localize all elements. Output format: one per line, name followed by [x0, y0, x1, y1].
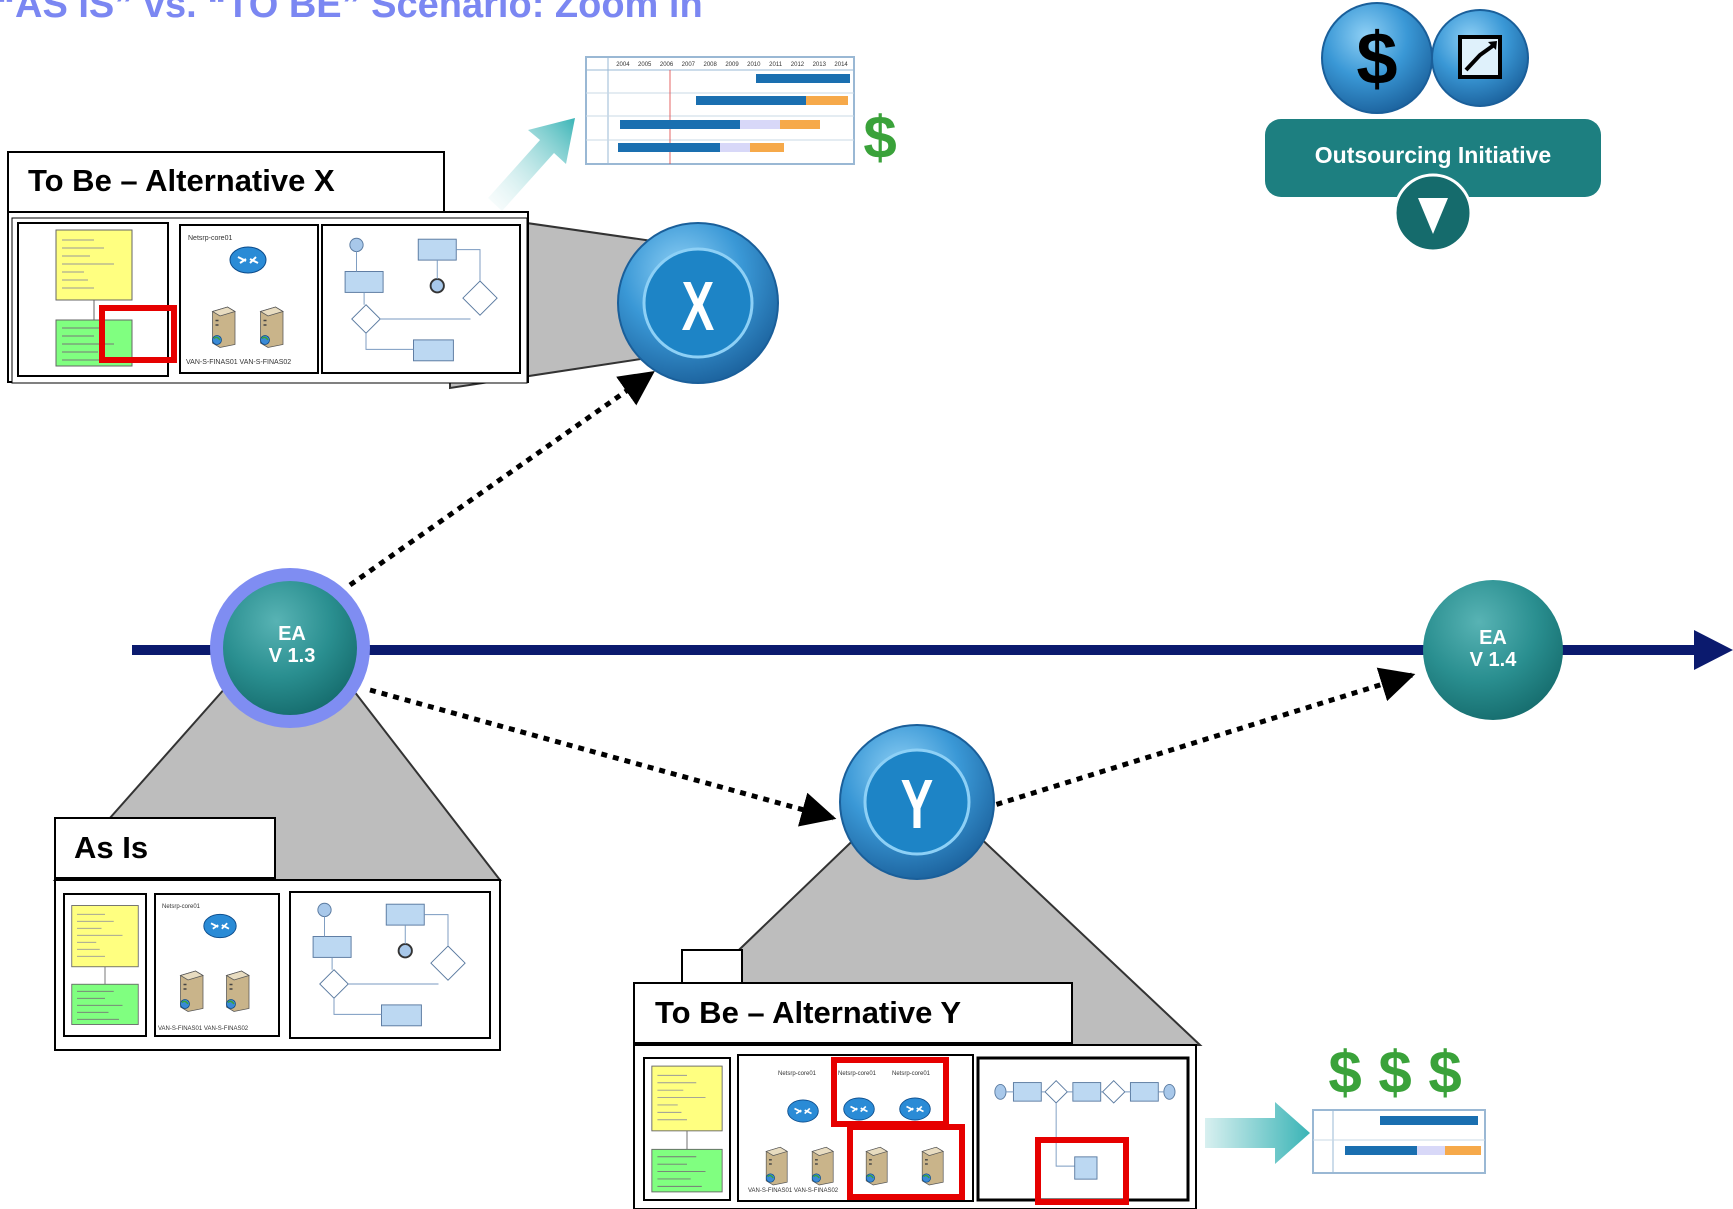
ea-v13-node: [223, 581, 357, 715]
highlight-box-y-servers: [847, 1124, 965, 1200]
alt-y-label: To Be – Alternative Y: [655, 995, 961, 1030]
gantt-year-2007: 2007: [682, 62, 696, 68]
highlight-box-x: [99, 305, 177, 363]
as-is-label-box: [54, 817, 276, 879]
dollar-sign-2: $: [1378, 1039, 1411, 1106]
ea-v13-line1: EA: [278, 623, 306, 645]
gantt-year-2005: 2005: [638, 62, 652, 68]
y-router-label-3: Netsrp-core01: [892, 1071, 931, 1077]
as-is-router-label: Netsrp-core01: [162, 904, 201, 910]
gantt-year-labels: 2004 2005 2006 2007 2008 2009 2010 2011 2012 2013…: [616, 62, 848, 68]
alternative-y-panel: Netsrp-core01 Netsrp-core01 Netsrp-core0…: [633, 949, 1197, 1209]
gantt-year-2014: 2014: [834, 62, 848, 68]
gantt-year-2006: 2006: [660, 62, 674, 68]
x-server-pair: VAN-S-FINAS01 VAN-S-FINAS02: [186, 359, 291, 366]
alt-x-label-box: [7, 151, 445, 213]
ea-v14-line1: EA: [1479, 627, 1507, 649]
as-is-label: As Is: [74, 830, 148, 865]
as-is-panel: Netsrp-core01 VAN-S-FINAS01 VAN-S-FINAS0…: [54, 879, 501, 1051]
highlight-box-y-process: [1035, 1137, 1129, 1205]
alt-y-label-box: [633, 982, 1073, 1044]
alt-x-label: To Be – Alternative X: [28, 163, 335, 198]
triangle-down-glyph: [1418, 198, 1448, 234]
alternative-x-node: X: [617, 222, 779, 384]
arrow-to-gantt-top: [488, 118, 575, 211]
gantt-year-2010: 2010: [747, 62, 761, 68]
timeline-arrowhead: [1694, 630, 1733, 670]
arrow-to-gantt-bottom: [1205, 1102, 1310, 1164]
outsourcing-initiative: Outsourcing Initiative $: [1265, 2, 1601, 253]
ea-v14-node: [1423, 580, 1563, 720]
dollar-sign-single: $: [863, 104, 896, 171]
chart-icon-arrow: [1488, 41, 1497, 50]
outsourcing-label: Outsourcing Initiative: [1315, 142, 1551, 168]
dollar-icon-glyph: $: [1356, 17, 1397, 100]
x-router-label: Netsrp-core01: [188, 235, 232, 242]
gantt-year-2012: 2012: [791, 62, 805, 68]
y-node-label: Y: [901, 764, 934, 843]
dotted-path-to-y: [369, 687, 837, 827]
x-node-label: X: [682, 266, 715, 345]
ea-v14-line2: V 1.4: [1470, 649, 1518, 671]
gantt-year-2013: 2013: [813, 62, 827, 68]
gantt-year-2011: 2011: [769, 62, 783, 68]
ea-v13-line2: V 1.3: [269, 645, 316, 667]
gantt-thumbnail-bottom: [1312, 1109, 1486, 1174]
as-is-server-pair: VAN-S-FINAS01 VAN-S-FINAS02: [158, 1026, 249, 1032]
page-title: “AS IS” vs. “TO BE” Scenario: Zoom in: [0, 0, 703, 26]
outsourcing-label-bar: [1265, 119, 1601, 197]
gantt-year-2004: 2004: [616, 62, 630, 68]
y-router-label-1: Netsrp-core01: [778, 1071, 817, 1077]
y-router-label-2: Netsrp-core01: [838, 1071, 877, 1077]
dotted-path-to-x: [348, 370, 655, 588]
alternative-x-panel: Netsrp-core01 VAN-S-FINAS01 VAN-S-FINAS0…: [7, 211, 529, 384]
chart-icon-line: [1464, 43, 1496, 72]
dotted-path-to-ea14: [984, 667, 1416, 811]
gantt-year-2009: 2009: [725, 62, 739, 68]
gantt-thumbnail-top: 2004 2005 2006 2007 2008 2009 2010 2011 2012 2013…: [585, 56, 855, 165]
gantt-year-2008: 2008: [704, 62, 718, 68]
dollar-sign-1: $: [1328, 1039, 1361, 1106]
alternative-y-node: Y: [839, 724, 995, 880]
dollar-sign-3: $: [1428, 1039, 1461, 1106]
y-server-pair: VAN-S-FINAS01 VAN-S-FINAS02: [748, 1188, 839, 1194]
